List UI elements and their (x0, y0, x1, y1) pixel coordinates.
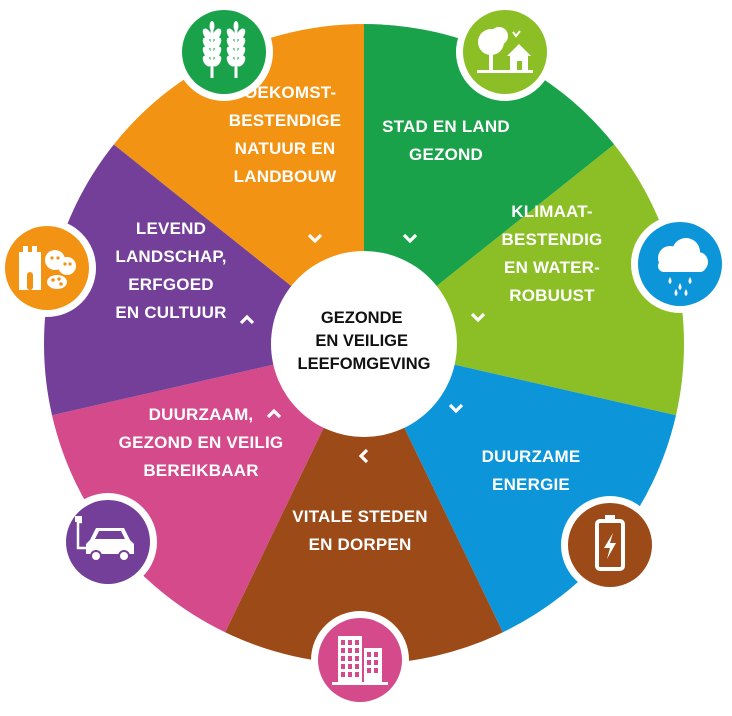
center-circle (271, 251, 457, 437)
segment-label-line: ROBUUST (509, 286, 595, 305)
segment-label-line: BESTENDIG (502, 230, 603, 249)
castle-theatre-icon (0, 219, 96, 317)
tree-house-icon (456, 3, 554, 101)
wheat-icon (175, 3, 273, 101)
segment-natuur-landbouw (364, 24, 615, 344)
flow-chevron-icon (358, 448, 369, 464)
segment-label-line: EN CULTUUR (115, 303, 226, 322)
segment-label-bereikbaar: DUURZAAM, GEZOND EN VEILIG BEREIKBAAR (119, 405, 284, 480)
flow-chevron-icon (448, 403, 464, 414)
center-label-line: EN VEILIGE (315, 332, 408, 350)
electric-car-icon (59, 493, 157, 591)
segment-label-line: LANDBOUW (234, 167, 337, 186)
segment-label-energie: DUURZAME ENERGIE (482, 447, 581, 494)
flow-chevron-icon (470, 312, 486, 323)
segment-label-line: ERFGOED (128, 275, 213, 294)
segment-label-line: BEREIKBAAR (143, 461, 258, 480)
segment-label-line: NATUUR EN (235, 139, 336, 158)
segment-label-natuur-landbouw: TOEKOMST- BESTENDIGE NATUUR EN LANDBOUW (229, 83, 342, 186)
flow-chevron-icon (307, 233, 323, 244)
flow-chevron-icon (239, 314, 255, 325)
segment-label-line: VITALE STEDEN (292, 507, 427, 526)
center-label-line: LEEFOMGEVING (298, 355, 431, 373)
battery-icon (561, 496, 659, 594)
segment-label-landschap: LEVEND LANDSCHAP, ERFGOED EN CULTUUR (115, 219, 226, 322)
segment-label-line: LEVEND (136, 219, 206, 238)
segment-label-line: LANDSCHAP, (115, 247, 226, 266)
segment-label-line: STAD EN LAND (382, 117, 510, 136)
segment-landschap (113, 24, 364, 344)
segment-label-line: KLIMAAT- (511, 202, 593, 221)
segment-label-line: ENERGIE (492, 475, 570, 494)
flow-chevron-icon (402, 233, 418, 244)
segment-energie (225, 344, 503, 664)
segment-label-line: TOEKOMST- (234, 83, 337, 102)
segment-label-klimaat: KLIMAAT- BESTENDIG EN WATER- ROBUUST (502, 202, 603, 305)
segment-label-line: GEZOND (409, 145, 483, 164)
buildings-icon (311, 611, 409, 709)
segment-label-steden-dorpen: VITALE STEDEN EN DORPEN (292, 507, 427, 554)
segment-label-line: BESTENDIGE (229, 111, 342, 130)
segment-label-line: GEZOND EN VEILIG (119, 433, 284, 452)
segment-label-line: DUURZAAM, (149, 405, 254, 424)
svg-text:GEZONDE EN VEILIGE: GEZONDE EN VEILIGE LEEFOMGEVING (298, 309, 431, 373)
segment-label-stad-land: STAD EN LAND GEZOND (382, 117, 510, 164)
segment-label-line: EN WATER- (504, 258, 600, 277)
segment-label-line: EN DORPEN (309, 535, 412, 554)
center-label-line: GEZONDE (321, 309, 403, 327)
segment-label-line: DUURZAME (482, 447, 581, 466)
rain-cloud-icon (631, 215, 729, 313)
flow-chevron-icon (266, 408, 282, 419)
